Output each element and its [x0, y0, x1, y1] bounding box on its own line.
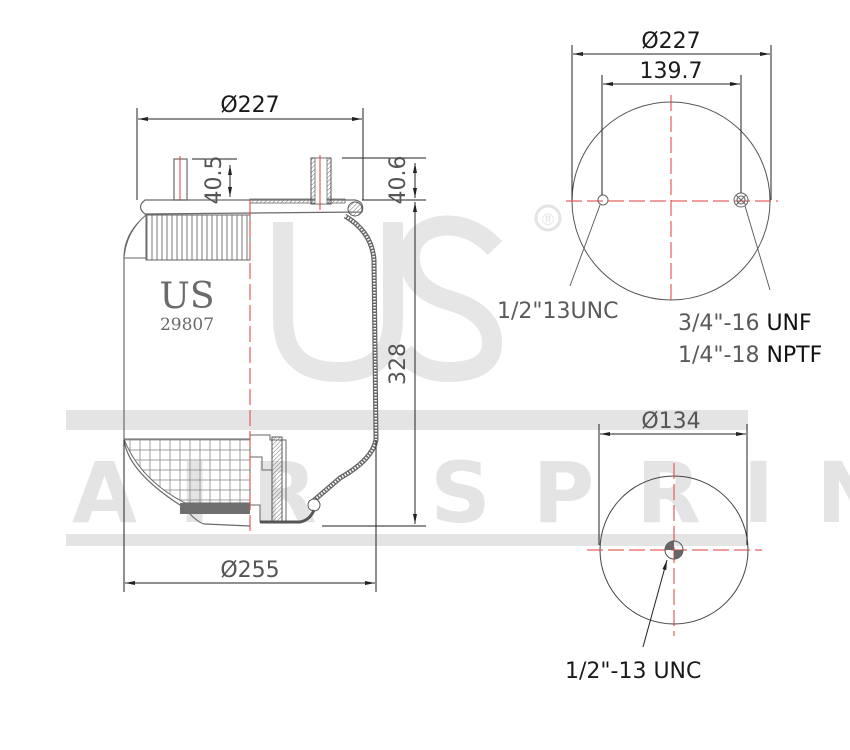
bead-top: [347, 201, 363, 217]
dim-right-stud-height: 40.6: [386, 156, 411, 205]
part-number: 29807: [160, 315, 214, 335]
bumper-dark: [180, 503, 250, 514]
callout-left-hole: 1/2"13UNC: [497, 299, 618, 324]
bead-bottom: [307, 498, 321, 512]
dim-bolt-spacing: 139.7: [640, 59, 703, 84]
callout-center-hole: 1/2"-13 UNC: [565, 659, 701, 684]
side-view: US 29807 Ø227 40.5 40.6 328 Ø255: [123, 93, 426, 592]
part-brand: US: [159, 276, 214, 317]
dim-height: 328: [386, 343, 411, 385]
watermark-logo-s: [396, 215, 503, 383]
dim-piston-diameter: Ø134: [641, 409, 700, 434]
dim-left-stud-height: 40.5: [202, 156, 227, 205]
bellows-stripe-band: [145, 214, 251, 261]
left-stud-hole: [597, 194, 609, 206]
watermark-logo-u: [273, 222, 403, 383]
dim-top-outer-diameter: Ø227: [641, 29, 700, 54]
piston-outline: [250, 434, 287, 523]
watermark-bar-bottom: [66, 534, 748, 546]
air-fitting-hole: [733, 192, 749, 208]
top-view: Ø227 139.7 1/2"13UNC 3/4"-16 UNF 1/4"-18…: [497, 29, 822, 368]
callout-fitting-line1: 3/4"-16 UNF: [678, 311, 812, 336]
bottom-view: Ø134 1/2"-13 UNC: [565, 409, 762, 684]
callout-fitting-line2: 1/4"-18 NPTF: [678, 343, 822, 368]
watermark-bar-top: [66, 410, 748, 430]
watermark-registered: ®: [540, 210, 556, 229]
dim-top-diameter: Ø227: [220, 93, 279, 118]
dim-bottom-diameter: Ø255: [220, 558, 279, 583]
top-plate: [139, 199, 364, 215]
center-hole: [664, 540, 684, 560]
